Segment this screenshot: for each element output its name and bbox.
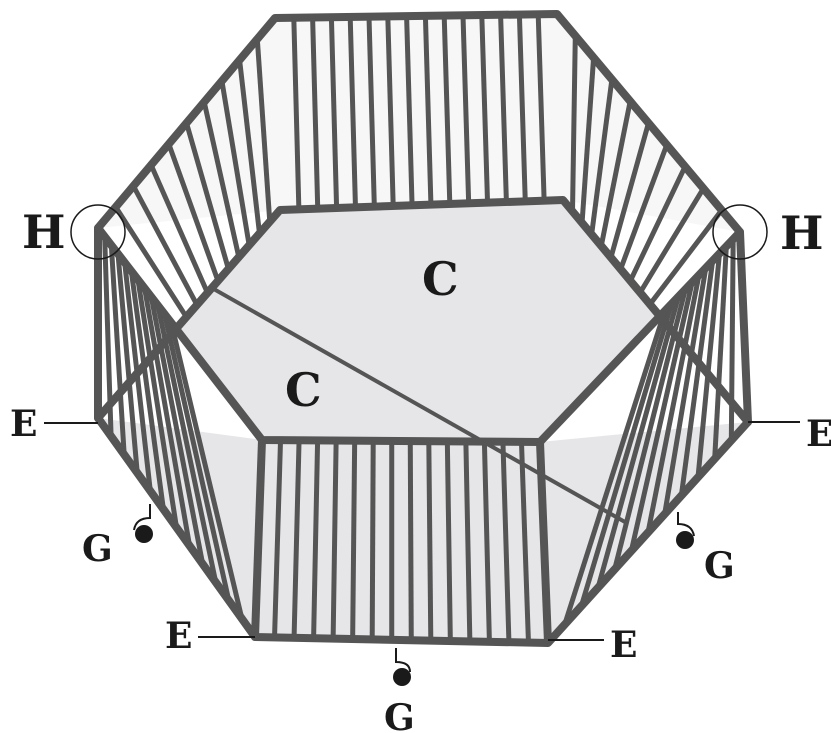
back-wall-bar [516, 14, 528, 202]
back-wall-bar [404, 16, 415, 206]
back-left-wall-bar [201, 101, 242, 260]
back-wall-bar [460, 15, 472, 204]
back-left-wall-bar [219, 80, 252, 248]
back-left-wall-bar [254, 38, 273, 223]
back-wall-bar [310, 17, 321, 209]
front-wall-bar [369, 440, 376, 640]
label-e-bottom-left: E [165, 615, 192, 657]
front-wall-bar [311, 440, 321, 639]
post-bottom-right [536, 441, 552, 644]
left-side-wall-bar [168, 322, 245, 620]
back-right-wall-bar [579, 57, 597, 224]
bars-group [102, 14, 736, 643]
left-side-wall-bar [128, 270, 166, 510]
front-wall-bar [444, 441, 453, 642]
back-right-wall-bar [617, 143, 670, 272]
right-side-wall-bar [562, 310, 668, 626]
right-side-wall-bar [728, 239, 736, 441]
back-left-wall-bar [113, 205, 191, 322]
front-wall-bar [272, 440, 284, 638]
post-bottom-left [251, 439, 266, 638]
right-side-wall-bar [662, 267, 709, 515]
right-side-wall-bar [595, 295, 681, 589]
left-side-wall-bar [162, 314, 232, 602]
label-e-right-mid: E [806, 413, 831, 455]
label-g-bottom: G [384, 697, 415, 733]
back-wall-bar [479, 14, 491, 203]
back-left-wall-bar [166, 143, 222, 285]
inner-back-rail [94, 224, 744, 446]
right-side-wall-bar [628, 281, 695, 552]
left-side-wall-bar [155, 305, 219, 583]
front-wall-bar [407, 441, 414, 641]
right-side-wall-bar [678, 260, 716, 496]
label-c-bottom: C [285, 363, 322, 417]
front-wall-bar [481, 441, 492, 642]
label-h-right: H [780, 206, 823, 260]
label-g-right: G [704, 545, 735, 587]
left-side-wall-bar [142, 288, 193, 547]
back-left-wall-bar [131, 184, 201, 309]
label-g-left: G [82, 528, 113, 570]
back-right-wall-bar [636, 187, 706, 296]
label-h-left: H [22, 205, 65, 259]
back-left-wall-bar [237, 59, 263, 235]
front-wall-bar [500, 441, 512, 643]
front-wall-bar [518, 441, 531, 643]
back-right-wall-bar [646, 208, 724, 308]
left-side-wall-bar [115, 253, 140, 473]
front-wall-bar [330, 440, 339, 639]
right-side-wall-bar [695, 253, 722, 478]
wheel-right [676, 512, 695, 549]
floor-panel [178, 200, 658, 442]
back-wall-bar [385, 16, 396, 207]
left-side-wall-bar [108, 245, 127, 455]
back-wall-bar [291, 17, 302, 210]
hinge-circle-right [712, 204, 768, 260]
back-wall-bar [328, 17, 340, 209]
back-wall-bar [535, 14, 547, 201]
back-right-wall-bar [570, 35, 578, 212]
label-c-top: C [422, 252, 459, 306]
back-right-wall-bar [608, 122, 651, 260]
back-wall-bar [498, 14, 509, 203]
floor-divider-line [211, 286, 626, 524]
front-wall-bar [426, 441, 434, 641]
back-right-wall-bar [589, 79, 615, 236]
back-left-wall-bar [148, 163, 211, 297]
wheel-left [133, 504, 153, 543]
label-e-bottom-right: E [610, 624, 637, 666]
right-side-wall-bar [578, 302, 675, 607]
front-wall-bar [350, 440, 358, 640]
hinge-circle-left [70, 204, 126, 260]
back-wall-bar [347, 16, 358, 208]
back-right-wall-bar [627, 165, 688, 284]
left-side-wall-bar [135, 279, 179, 528]
right-side-wall-bar [712, 246, 729, 459]
back-wall-bar [422, 15, 434, 205]
right-side-wall-bar [645, 274, 702, 533]
back-wall-bar [441, 15, 453, 205]
inner-floor-rim [94, 196, 752, 426]
back-left-wall-bar [184, 122, 232, 272]
wheel-bottom [393, 648, 411, 686]
label-e-left-mid: E [10, 403, 37, 445]
back-right-wall-bar [598, 100, 633, 248]
front-wall-bar [463, 441, 473, 642]
front-wall-bar [291, 440, 302, 638]
back-wall-bar [366, 16, 377, 207]
